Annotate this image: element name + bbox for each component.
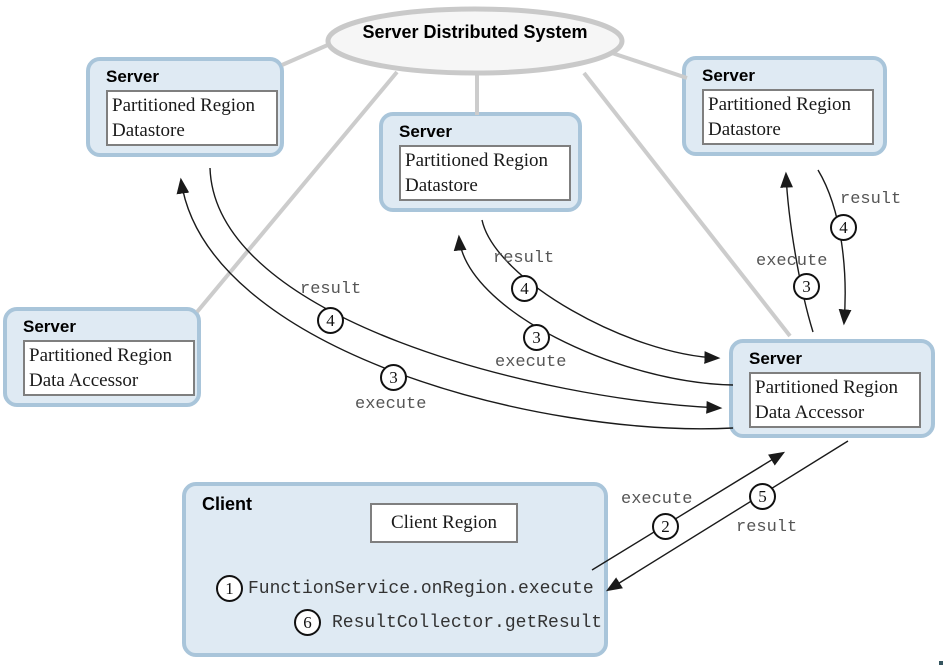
server-box-right-accessor: Server Partitioned Region Data Accessor	[729, 339, 935, 438]
server-title: Server	[749, 349, 802, 368]
corner-mark	[939, 661, 943, 665]
step-number: 3	[389, 367, 398, 387]
step-3-circle: 3	[793, 273, 820, 300]
step-6-circle: 6	[294, 609, 321, 636]
client-title: Client	[202, 494, 253, 514]
step-number: 2	[661, 516, 670, 536]
step-3-circle: 3	[380, 364, 407, 391]
execute-label-topright: execute	[756, 252, 828, 271]
region-line2: Data Accessor	[755, 402, 865, 424]
step-5-circle: 5	[749, 483, 776, 510]
server-box-left-accessor: Server Partitioned Region Data Accessor	[3, 307, 201, 407]
step-number: 4	[326, 310, 335, 330]
step-number: 1	[225, 578, 234, 598]
partitioned-region-datastore-box: Partitioned Region Datastore	[702, 89, 874, 146]
execute-label-middle: execute	[495, 353, 567, 372]
partitioned-region-accessor-box: Partitioned Region Data Accessor	[23, 340, 195, 397]
server-title: Server	[702, 66, 755, 85]
distributed-system-label: Server Distributed System	[362, 22, 588, 42]
execute-label-topleft: execute	[355, 395, 427, 414]
connector-ellipse-to-topright-server	[611, 51, 688, 80]
execute-arrow-to-topleft-server	[176, 177, 734, 430]
server-title: Server	[23, 317, 76, 336]
client-region-box: Client Region	[370, 503, 518, 543]
server-title: Server	[106, 67, 159, 86]
result-label-middle: result	[493, 249, 555, 268]
partitioned-region-datastore-box: Partitioned Region Datastore	[399, 145, 571, 202]
step-number: 6	[303, 612, 312, 632]
client-box: Client Client Region 1 FunctionService.o…	[182, 482, 608, 657]
region-line2: Data Accessor	[29, 370, 139, 392]
region-line1: Partitioned Region	[755, 377, 899, 398]
result-label-topright: result	[840, 190, 902, 209]
execute-arrow-client-to-server	[591, 451, 786, 571]
result-label-client: result	[736, 518, 798, 537]
step-number: 4	[520, 278, 529, 298]
region-line1: Partitioned Region	[708, 94, 852, 115]
step-number: 3	[532, 327, 541, 347]
function-service-call: FunctionService.onRegion.execute	[248, 579, 594, 599]
result-collector-call: ResultCollector.getResult	[332, 613, 603, 633]
step-1-circle: 1	[216, 575, 243, 602]
client-region-label: Client Region	[390, 512, 498, 533]
step-2-circle: 2	[652, 513, 679, 540]
server-title: Server	[399, 122, 452, 141]
execute-label-client: execute	[621, 490, 693, 509]
result-label-topleft: result	[300, 280, 362, 299]
step-number: 5	[758, 486, 767, 506]
step-4-circle: 4	[317, 307, 344, 334]
step-3-circle: 3	[523, 324, 550, 351]
server-box-top-left: Server Partitioned Region Datastore	[86, 57, 284, 157]
region-line2: Datastore	[708, 119, 781, 141]
server-box-top-right: Server Partitioned Region Datastore	[682, 56, 887, 156]
region-line1: Partitioned Region	[112, 95, 256, 116]
partitioned-region-datastore-box: Partitioned Region Datastore	[106, 90, 278, 147]
server-box-middle: Server Partitioned Region Datastore	[379, 112, 582, 212]
region-line2: Datastore	[405, 175, 478, 197]
connector-ellipse-to-topleft-server	[281, 42, 331, 67]
region-line2: Datastore	[112, 120, 185, 142]
partitioned-region-accessor-box: Partitioned Region Data Accessor	[749, 372, 921, 429]
step-4-circle: 4	[830, 214, 857, 241]
step-number: 4	[839, 217, 848, 237]
step-number: 3	[802, 276, 811, 296]
step-4-circle: 4	[511, 275, 538, 302]
region-line1: Partitioned Region	[29, 345, 173, 366]
result-arrow-server-to-client	[605, 440, 849, 592]
region-line1: Partitioned Region	[405, 150, 549, 171]
